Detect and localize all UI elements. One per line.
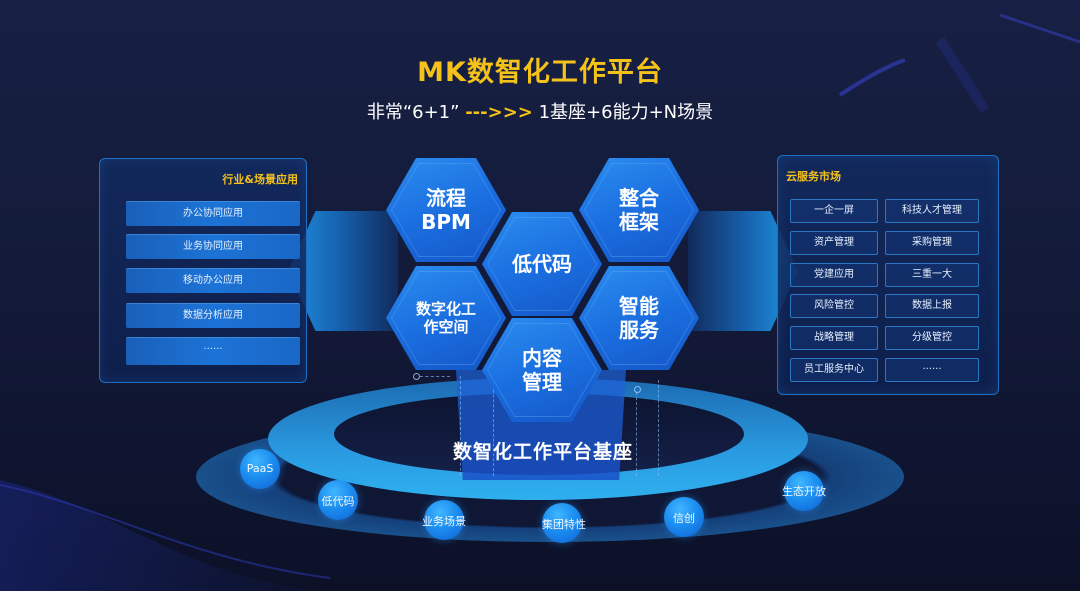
hex-label-line1: 整合 <box>619 186 659 210</box>
dashed-line <box>493 360 494 476</box>
feature-bubble-business-scenario[interactable] <box>424 500 464 540</box>
capability-hex-integration[interactable]: 整合 框架 <box>579 158 699 262</box>
hex-label-line2: 服务 <box>619 318 659 342</box>
feature-bubble-lowcode[interactable] <box>318 480 358 520</box>
capability-hex-content-mgmt[interactable]: 内容 管理 <box>482 318 602 422</box>
connector-node-icon <box>413 373 420 380</box>
market-item-employee-center[interactable]: 员工服务中心 <box>790 358 878 382</box>
page-title: MK数智化工作平台 <box>417 57 663 88</box>
capability-hex-lowcode[interactable]: 低代码 <box>482 212 602 316</box>
subtitle-prefix: 非常“6+1” <box>366 102 460 123</box>
market-item-data-report[interactable]: 数据上报 <box>885 294 979 318</box>
hex-label-line2: 作空间 <box>423 318 469 336</box>
hex-label-line1: 数字化工 <box>415 300 476 318</box>
market-item-party-building[interactable]: 党建应用 <box>790 263 878 287</box>
market-item-tech-talent[interactable]: 科技人才管理 <box>885 199 979 223</box>
hex-label-line1: 低代码 <box>512 252 572 276</box>
hex-label-line1: 流程 <box>426 186 466 210</box>
dashed-line <box>658 380 659 476</box>
dashed-line <box>460 376 461 476</box>
feature-bubble-paas[interactable] <box>240 449 280 489</box>
scenario-item-more[interactable]: ······ <box>126 337 300 365</box>
feature-label-lowcode: 低代码 <box>321 495 355 508</box>
hex-label-line1: 智能 <box>619 294 659 318</box>
dashed-line-horizontal <box>420 376 450 377</box>
industry-scenario-title: 行业&场景应用 <box>222 173 298 186</box>
feature-label-open-ecosystem: 生态开放 <box>782 485 826 498</box>
capability-hex-digital-workspace[interactable]: 数字化工 作空间 <box>386 266 506 370</box>
connector-node-icon <box>634 386 641 393</box>
feature-bubble-xinchuang[interactable] <box>664 497 704 537</box>
scenario-item-mobile-office[interactable]: 移动办公应用 <box>126 268 300 293</box>
feature-label-business-scenario: 业务场景 <box>422 515 466 528</box>
hex-label-line2: 管理 <box>522 370 562 394</box>
market-item-procurement[interactable]: 采购管理 <box>885 231 979 255</box>
market-item-risk-control[interactable]: 风险管控 <box>790 294 878 318</box>
market-item-tiered-control[interactable]: 分级管控 <box>885 326 979 350</box>
market-item-strategy[interactable]: 战略管理 <box>790 326 878 350</box>
industry-scenario-panel: 行业&场景应用 办公协同应用 业务协同应用 移动办公应用 数据分析应用 ····… <box>99 158 307 383</box>
scenario-item-data-analysis[interactable]: 数据分析应用 <box>126 303 300 328</box>
scenario-item-office-collab[interactable]: 办公协同应用 <box>126 201 300 226</box>
dashed-line <box>636 392 637 476</box>
feature-label-paas: PaaS <box>246 462 274 475</box>
hex-label-line2: 框架 <box>619 210 659 234</box>
market-item-more[interactable]: ······ <box>885 358 979 382</box>
capability-hex-bpm[interactable]: 流程 BPM <box>386 158 506 262</box>
capability-hex-intelligent-service[interactable]: 智能 服务 <box>579 266 699 370</box>
market-item-asset-mgmt[interactable]: 资产管理 <box>790 231 878 255</box>
market-item-one-screen[interactable]: 一企一屏 <box>790 199 878 223</box>
cloud-service-market-title: 云服务市场 <box>786 170 841 183</box>
subtitle-arrow: --->>> <box>465 102 533 123</box>
feature-bubble-open-ecosystem[interactable] <box>784 471 824 511</box>
cloud-service-market-panel: 云服务市场 一企一屏 科技人才管理 资产管理 采购管理 党建应用 三重一大 风险… <box>777 155 999 395</box>
page-subtitle: 非常“6+1” --->>> 1基座+6能力+N场景 <box>0 98 1080 124</box>
subtitle-suffix: 1基座+6能力+N场景 <box>538 102 714 123</box>
market-item-three-major[interactable]: 三重一大 <box>885 263 979 287</box>
base-label: 数智化工作平台基座 <box>452 441 633 463</box>
feature-bubble-group-features[interactable] <box>542 503 582 543</box>
hex-label-line1: 内容 <box>522 346 562 370</box>
feature-label-group-features: 集团特性 <box>542 518 586 531</box>
scenario-item-business-collab[interactable]: 业务协同应用 <box>126 234 300 259</box>
feature-label-xinchuang: 信创 <box>673 512 695 525</box>
hex-label-line2: BPM <box>421 210 471 234</box>
